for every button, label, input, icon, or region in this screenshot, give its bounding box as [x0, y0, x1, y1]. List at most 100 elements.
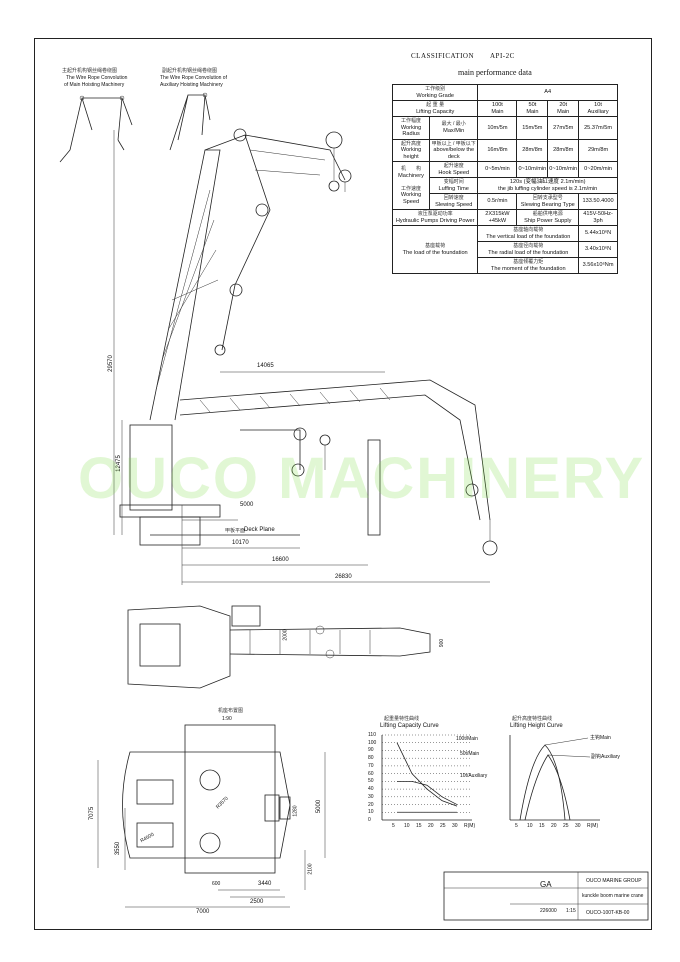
- dim-600: 600: [212, 881, 221, 887]
- capacity-y-tick: 10: [368, 809, 374, 816]
- aux-rope-title-en1: The Wire Rope Convolution of: [160, 75, 227, 81]
- height-cn: 起升高度: [401, 140, 422, 147]
- capacity-label: Lifting Capacity: [416, 108, 455, 115]
- cap-label-10t: 10t/Auxiliary: [460, 773, 488, 779]
- main-rope-title-en1: The Wire Rope Convolution: [66, 75, 128, 81]
- cap-label-50t: 50t/Main: [460, 751, 480, 757]
- moment-val: 3.56x10⁶Nm: [578, 257, 618, 274]
- capacity-y-tick: 20: [368, 801, 374, 808]
- plan-dim-900: 900: [439, 638, 446, 648]
- col-100t-b: Main: [491, 108, 504, 115]
- crane-name: kunckle boom marine crane: [582, 893, 644, 899]
- capacity-cn: 起 重 量: [426, 102, 445, 108]
- capacity-x-tick: 25: [440, 823, 446, 829]
- capacity-x-tick: 30: [452, 823, 458, 829]
- bearing-label: Slewing Bearing Type: [520, 201, 575, 208]
- found-cn: 基座载荷: [425, 243, 446, 249]
- grade-label: Working Grade: [416, 92, 454, 99]
- found-label: The load of the foundation: [402, 249, 468, 256]
- base-layout-view: [97, 724, 326, 908]
- col-20t-a: 20t: [559, 102, 568, 108]
- pump-cn: 液压泵驱动功率: [417, 211, 453, 217]
- dim-26830: 26830: [335, 574, 352, 580]
- rload-val: 3.40x10⁶N: [578, 241, 618, 258]
- capacity-y-tick: 80: [368, 755, 374, 762]
- capacity-y-tick: 0: [368, 817, 371, 823]
- wspeed-cn: 工作速度: [401, 185, 422, 192]
- capacity-y-tick: 30: [368, 793, 374, 800]
- crane-scale: 1:15: [566, 908, 576, 914]
- dim-5000b: 5000: [316, 799, 323, 814]
- capacity-y-tick: 90: [368, 747, 374, 754]
- col-10t-a: 10t: [594, 102, 602, 108]
- aux-rope-title-en2: Auxiliary Hoisting Machinery: [160, 82, 223, 88]
- aux-rope-sketch: [169, 92, 211, 151]
- height-x-tick: 15: [539, 823, 545, 829]
- capacity-x-tick: R(M): [464, 823, 476, 829]
- dim-1280: 1280: [292, 805, 299, 817]
- dim-7000: 7000: [196, 909, 210, 915]
- rload-cn: 基座径向载荷: [513, 243, 544, 249]
- pump-label: Hydraulic Pumps Driving Power: [395, 217, 475, 224]
- dim-3440: 3440: [258, 881, 272, 887]
- height-x-tick: 5: [515, 823, 518, 829]
- main-rope-sketch: [59, 95, 133, 163]
- luff-val1: 120s (变幅油缸速度 2.1m/min): [509, 179, 586, 185]
- table-title: main performance data: [458, 68, 532, 77]
- cap-title-cn: 起重量特性曲线: [384, 716, 420, 722]
- cap-title: Lifting Capacity Curve: [380, 723, 439, 729]
- dim-3550: 3550: [115, 841, 122, 856]
- hook-val: 0~20m/min: [578, 161, 618, 178]
- dim-2500: 2500: [250, 899, 264, 905]
- height-x-tick: 10: [527, 823, 533, 829]
- maxmin-cn: 最大 / 最小: [441, 121, 466, 128]
- abovebelow-label: above/below the deck: [433, 147, 475, 160]
- moment-cn: 基座倾覆力矩: [513, 259, 544, 265]
- height-label: Working height: [400, 147, 422, 160]
- vload-label: The vertical load of the foundation: [486, 233, 571, 240]
- col-20t-b: Main: [557, 108, 570, 115]
- upper-hooks: [214, 128, 352, 356]
- deck-cn: 甲板平面: [225, 528, 246, 534]
- luff-label: Luffing Time: [438, 185, 469, 192]
- luff-cn: 变幅时间: [443, 179, 464, 185]
- capacity-series-0: [396, 742, 458, 807]
- dim-16600: 16600: [272, 557, 289, 563]
- col-50t-b: Main: [526, 108, 539, 115]
- capacity-x-tick: 20: [428, 823, 434, 829]
- watermark: OUCO MACHINERY: [78, 446, 646, 511]
- radius-label: Working Radius: [400, 124, 422, 138]
- dim-14065: 14065: [257, 363, 274, 369]
- capacity-series-1: [397, 780, 458, 805]
- moment-label: The moment of the foundation: [490, 265, 566, 272]
- elevation-dimensions: [113, 130, 490, 585]
- col-10t-b: Auxiliary: [587, 108, 609, 115]
- radius-cn: 工作幅度: [401, 118, 422, 124]
- height-x-tick: 25: [563, 823, 569, 829]
- aux-rope-title-cn: 副起升机构钢丝绳卷绕图: [162, 68, 218, 74]
- supply-label: Ship Power Supply: [524, 217, 572, 224]
- drawing-code: OUCO-100T-KB-00: [586, 910, 630, 916]
- luff-val2: the jib luffing cylinder speed is 2.1m/m…: [498, 185, 598, 192]
- company: OUCO MARINE GROUP: [586, 878, 642, 884]
- classification-label: CLASSIFICATION: [411, 52, 475, 60]
- supply-cn: 船舶供电电源: [532, 211, 563, 217]
- height-chart: [509, 735, 600, 821]
- height-x-tick: 30: [575, 823, 581, 829]
- dim-2100: 2100: [307, 863, 314, 875]
- capacity-y-tick: 100: [368, 739, 377, 746]
- dim-5000: 5000: [240, 502, 254, 508]
- capacity-y-tick: 110: [368, 732, 376, 738]
- height-title: Lifting Height Curve: [510, 723, 563, 729]
- hook-cn: 起升速度: [443, 163, 464, 169]
- col-100t-a: 100t: [491, 102, 503, 108]
- vload-cn: 基座轴向载荷: [513, 227, 544, 233]
- plan-dim-2000: 2000: [282, 629, 289, 641]
- grade-cn: 工作级别: [425, 86, 446, 92]
- dim-height: 29570: [107, 355, 114, 372]
- drawing-ga: GA: [540, 880, 552, 889]
- maxmin-label: Max/Min: [443, 127, 465, 134]
